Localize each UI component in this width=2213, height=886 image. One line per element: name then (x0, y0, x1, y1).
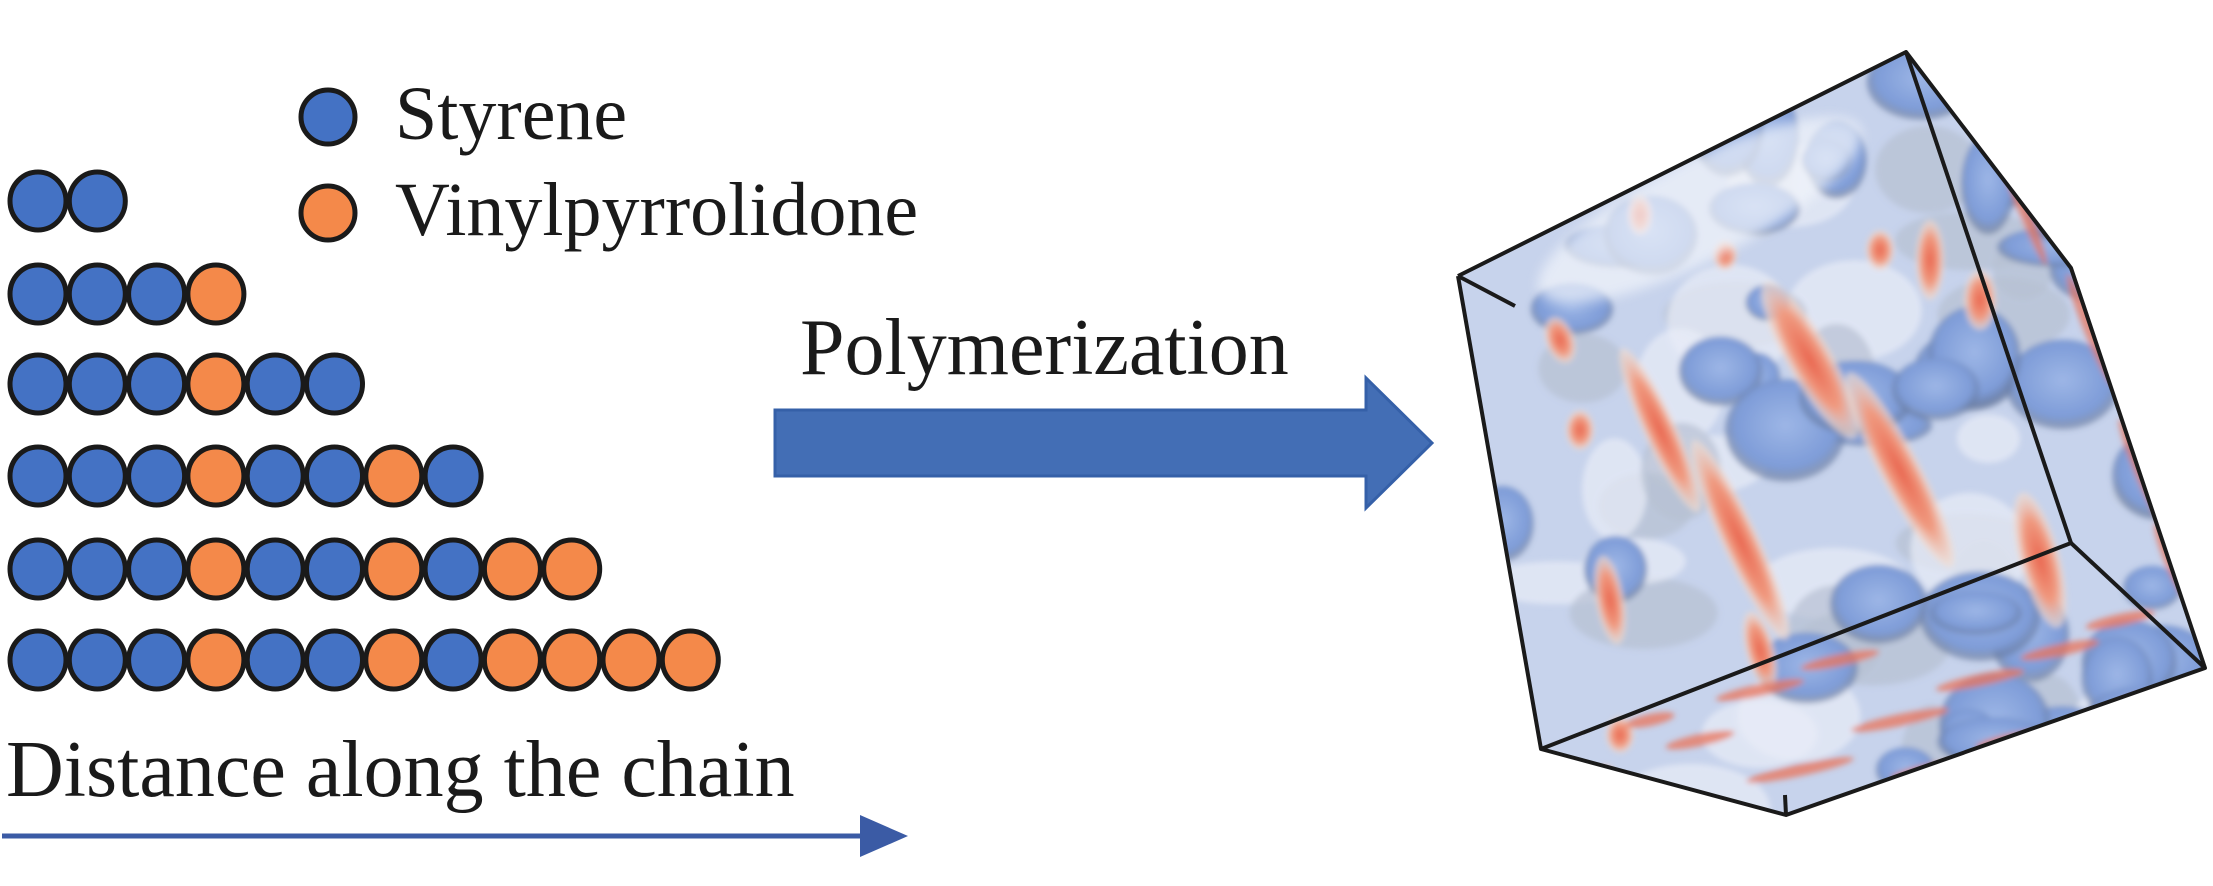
styrene-bead (7, 628, 69, 692)
morphology-cube-icon (1456, 50, 2207, 817)
styrene-bead (422, 444, 484, 508)
styrene-bead (304, 352, 365, 416)
axis-arrow-right-icon (2, 815, 908, 857)
styrene-bead (66, 628, 128, 692)
styrene-bead (422, 537, 484, 601)
styrene-bead (304, 444, 365, 508)
styrene-bead (7, 444, 69, 508)
styrene-bead (244, 628, 306, 692)
vinylpyrrolidone-bead (185, 628, 247, 692)
styrene-bead (126, 262, 188, 326)
styrene-bead (304, 628, 365, 692)
styrene-bead (422, 628, 484, 692)
vinylpyrrolidone-bead (185, 262, 247, 326)
styrene-bead (66, 352, 128, 416)
legend-swatch-vinylpyrrolidone (298, 183, 358, 243)
vinylpyrrolidone-bead (185, 352, 247, 416)
styrene-bead (126, 444, 188, 508)
legend-label-styrene: Styrene (395, 72, 628, 156)
styrene-bead (126, 628, 188, 692)
copolymer-chains (7, 169, 721, 692)
chain-row (7, 169, 128, 233)
legend-swatch-styrene (298, 87, 358, 147)
styrene-bead (7, 169, 69, 233)
chain-row (7, 352, 365, 416)
styrene-bead (66, 444, 128, 508)
vinylpyrrolidone-bead (600, 628, 662, 692)
chain-row (7, 537, 603, 601)
chain-row (7, 444, 484, 508)
styrene-bead (244, 444, 306, 508)
styrene-bead (126, 352, 188, 416)
legend-label-vinylpyrrolidone: Vinylpyrrolidone (395, 168, 919, 252)
styrene-bead (66, 262, 128, 326)
styrene-bead (126, 537, 188, 601)
block-arrow-right-icon (773, 374, 1435, 512)
chain-row (7, 628, 721, 692)
vinylpyrrolidone-bead (363, 537, 425, 601)
chain-row (7, 262, 247, 326)
vinylpyrrolidone-bead (481, 537, 543, 601)
legend (298, 87, 358, 243)
styrene-bead (244, 537, 306, 601)
styrene-bead (66, 537, 128, 601)
styrene-bead (7, 352, 69, 416)
vinylpyrrolidone-bead (481, 628, 543, 692)
polymerization-label: Polymerization (800, 304, 1289, 392)
vinylpyrrolidone-bead (541, 628, 603, 692)
styrene-bead (7, 262, 69, 326)
styrene-bead (304, 537, 365, 601)
vinylpyrrolidone-bead (185, 444, 247, 508)
axis-label: Distance along the chain (6, 726, 795, 814)
styrene-bead (66, 169, 128, 233)
vinylpyrrolidone-bead (541, 537, 603, 601)
vinylpyrrolidone-bead (659, 628, 721, 692)
vinylpyrrolidone-bead (363, 444, 425, 508)
styrene-bead (7, 537, 69, 601)
vinylpyrrolidone-bead (185, 537, 247, 601)
styrene-bead (244, 352, 306, 416)
vinylpyrrolidone-bead (363, 628, 425, 692)
